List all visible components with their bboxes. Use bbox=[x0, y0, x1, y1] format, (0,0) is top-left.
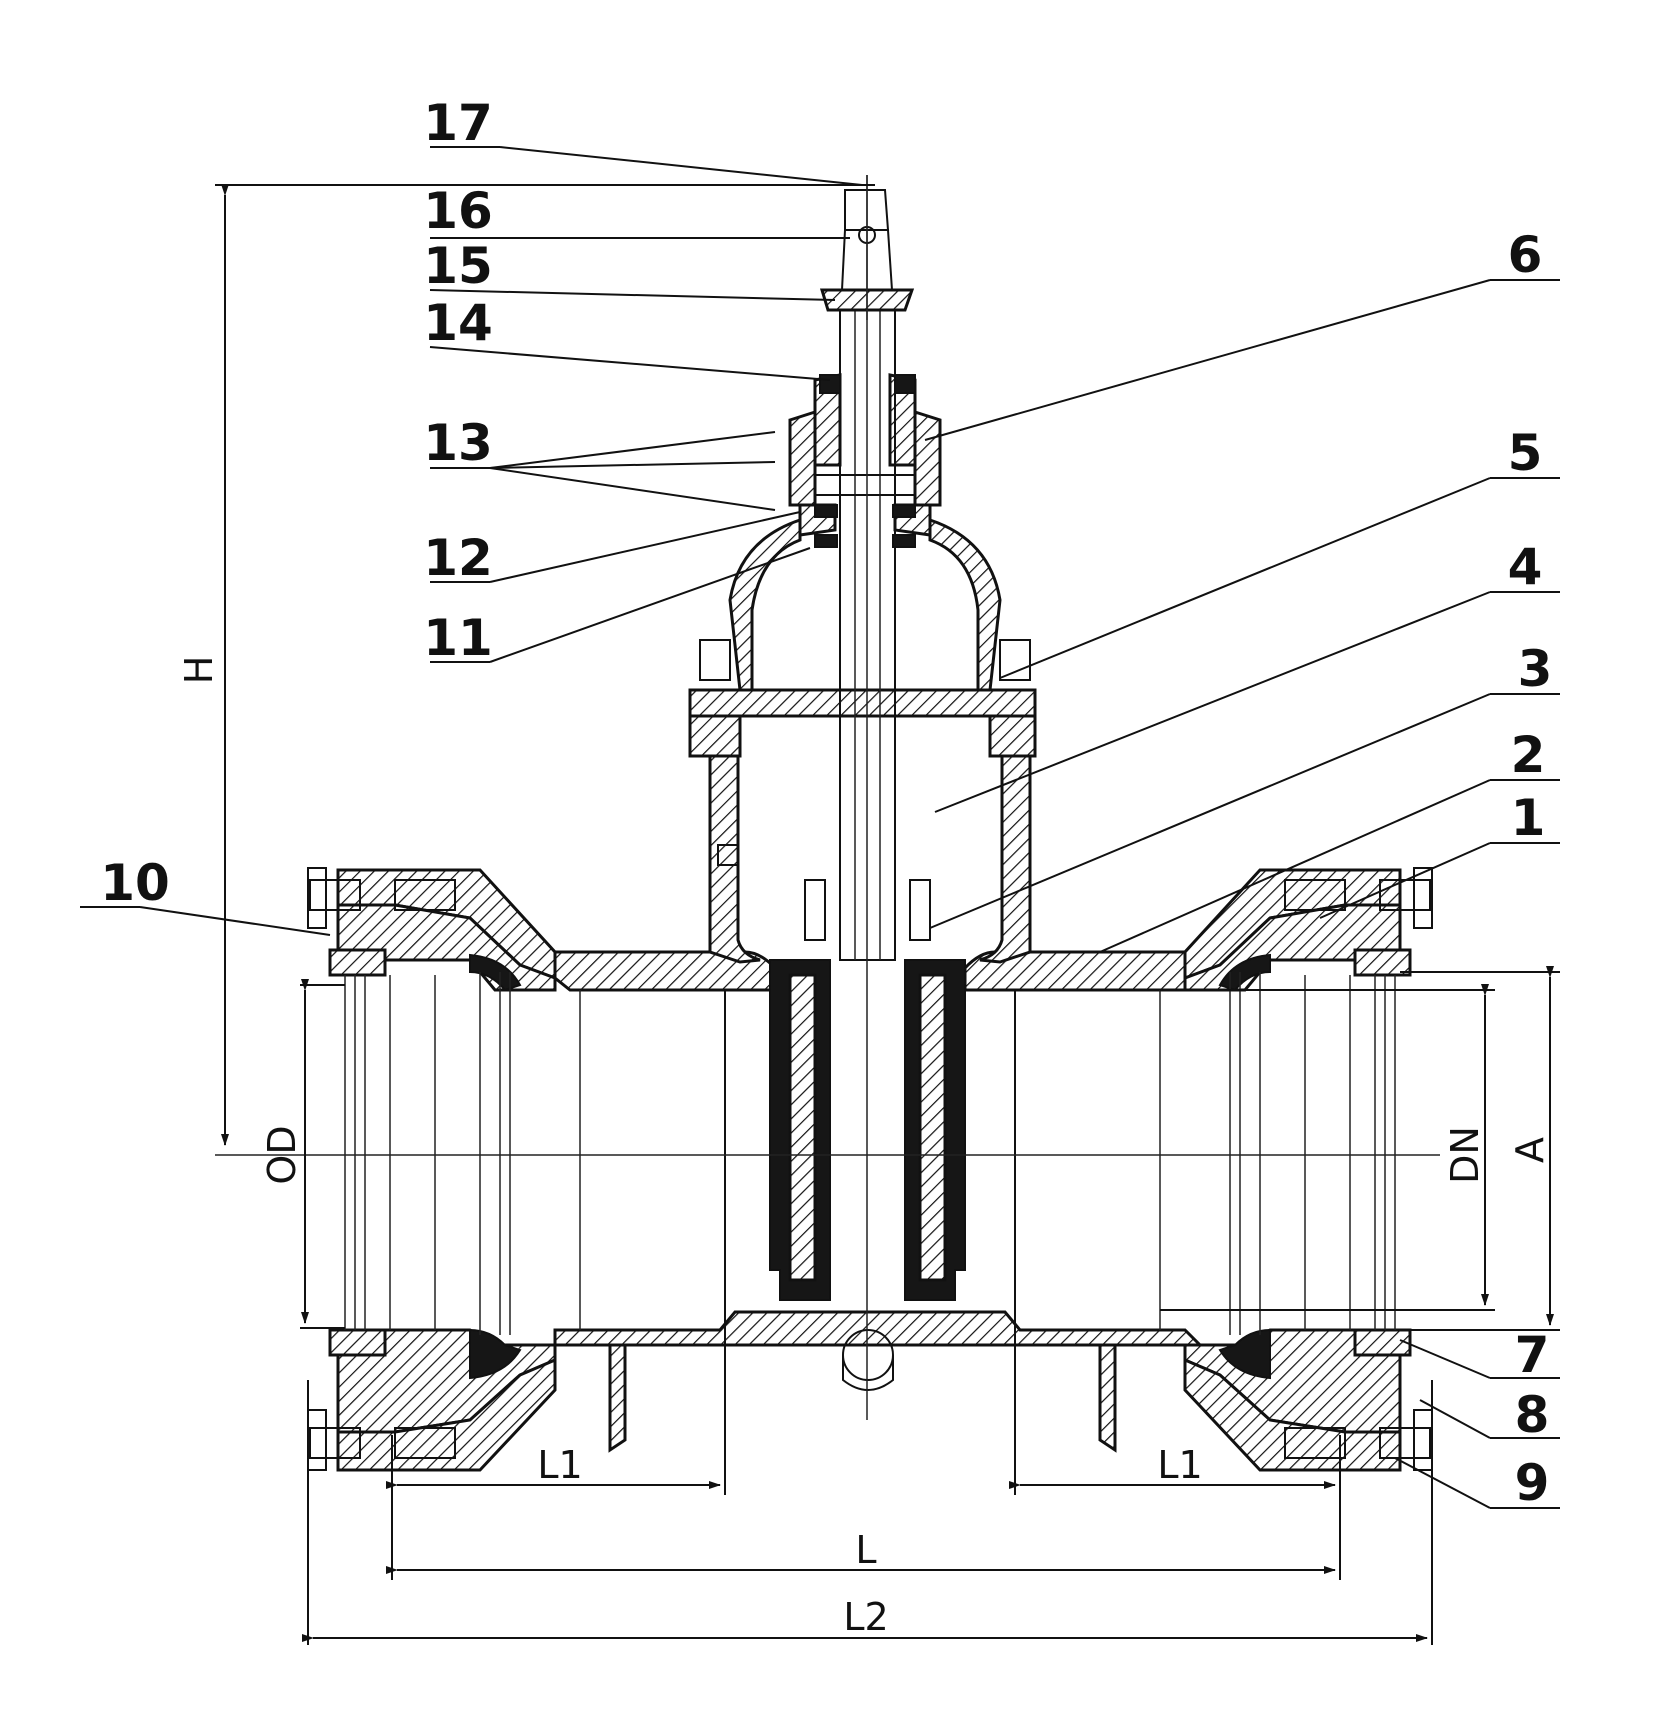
right-socket-end bbox=[1014, 867, 1433, 1472]
part-label-6: 6 bbox=[1508, 226, 1543, 284]
dimension-labels: H OD DN A L1 L1 L L2 bbox=[177, 656, 1552, 1639]
part-label-2: 2 bbox=[1511, 726, 1546, 784]
dim-label-l2: L2 bbox=[843, 1595, 888, 1639]
part-label-7: 7 bbox=[1515, 1326, 1550, 1384]
dim-label-od: OD bbox=[260, 1125, 304, 1184]
dimension-lines bbox=[215, 184, 1560, 1645]
valve-stem bbox=[814, 175, 916, 961]
part-label-12: 12 bbox=[423, 529, 493, 587]
centerlines bbox=[215, 175, 1440, 1420]
part-label-13: 13 bbox=[423, 414, 493, 472]
part-label-3: 3 bbox=[1518, 640, 1553, 698]
part-label-16: 16 bbox=[423, 182, 493, 240]
dim-label-l1-right: L1 bbox=[1157, 1443, 1202, 1487]
part-labels: 17 16 15 14 13 12 11 10 6 5 4 3 2 1 7 8 … bbox=[100, 94, 1552, 1512]
part-label-17: 17 bbox=[423, 94, 493, 152]
dim-label-a: A bbox=[1508, 1137, 1552, 1163]
leader-lines bbox=[80, 146, 1560, 1509]
part-label-14: 14 bbox=[423, 294, 493, 352]
left-socket-end bbox=[307, 867, 726, 1472]
part-label-10: 10 bbox=[100, 854, 170, 912]
dim-label-h: H bbox=[177, 656, 221, 685]
valve-body bbox=[553, 373, 1204, 1347]
support-feet bbox=[608, 1343, 1117, 1453]
part-label-1: 1 bbox=[1511, 789, 1546, 847]
part-label-11: 11 bbox=[423, 609, 493, 667]
gate-wedge bbox=[769, 879, 966, 1391]
part-label-8: 8 bbox=[1515, 1386, 1550, 1444]
dim-label-l1-left: L1 bbox=[537, 1443, 582, 1487]
part-label-5: 5 bbox=[1508, 424, 1543, 482]
dim-label-l: L bbox=[855, 1528, 876, 1572]
part-label-15: 15 bbox=[423, 237, 493, 295]
dim-label-dn: DN bbox=[1443, 1126, 1487, 1184]
part-label-9: 9 bbox=[1515, 1454, 1550, 1512]
part-label-4: 4 bbox=[1508, 538, 1543, 596]
